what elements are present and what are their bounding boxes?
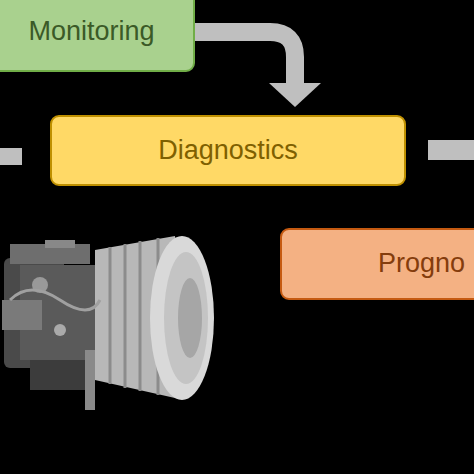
engine-illustration	[2, 236, 214, 410]
node-label: Diagnostics	[158, 136, 298, 166]
arrow-shaft	[195, 32, 295, 85]
process-box: Monitoring	[0, 0, 195, 72]
node-label: Progno	[378, 249, 465, 279]
process-box: Progno	[280, 228, 474, 300]
flow-stub	[428, 140, 474, 160]
arrow-head	[269, 83, 321, 107]
node-label: Monitoring	[28, 17, 154, 47]
flow-arrow	[195, 32, 321, 107]
flow-stub	[0, 148, 22, 165]
process-box: Diagnostics	[50, 115, 406, 186]
